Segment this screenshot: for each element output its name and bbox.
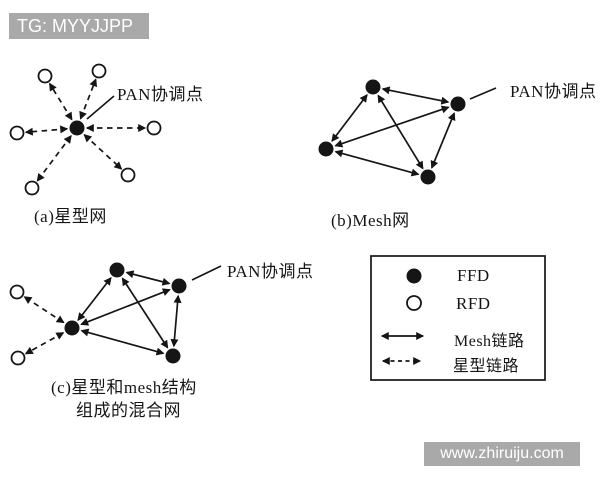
caption-hybrid-network-line1: (c)星型和mesh结构 (51, 378, 197, 397)
ffd-node (165, 348, 181, 364)
ffd-node (365, 79, 381, 95)
caption-star-network: (a)星型网 (34, 207, 107, 226)
watermark-bottom-right: www.zhiruiju.com (424, 442, 580, 466)
star-link-edge (83, 133, 123, 170)
mesh-link-edge (377, 94, 424, 170)
rfd-node (9, 284, 25, 300)
rfd-node (120, 167, 136, 183)
mesh-link-edge (80, 288, 171, 326)
pan-coordinator-label-hybrid: PAN协调点 (227, 262, 314, 281)
ffd-node (69, 120, 85, 136)
star-link-edge (79, 78, 98, 120)
ffd-node (420, 169, 436, 185)
caption-mesh-network: (b)Mesh网 (331, 211, 410, 230)
mesh-link-edge (170, 294, 182, 348)
star-link-edge (24, 125, 69, 136)
mesh-link-edge (334, 149, 420, 177)
ffd-node (318, 141, 334, 157)
mesh-link-edge (121, 277, 169, 349)
pan-coordinator-label-mesh: PAN协调点 (510, 82, 597, 101)
legend-label-ffd: FFD (457, 266, 490, 285)
rfd-node (9, 125, 25, 141)
mesh-link-edge (430, 112, 456, 169)
star-link-edge (24, 332, 65, 355)
legend-label-rfd: RFD (456, 294, 491, 313)
ffd-node (171, 278, 187, 294)
ffd-node (450, 96, 466, 112)
legend-label-star-link: 星型链路 (453, 358, 520, 375)
legend-box (370, 255, 546, 381)
legend-label-mesh-link: Mesh链路 (454, 333, 525, 350)
star-link-edge (48, 82, 73, 121)
mesh-link-edge (334, 105, 450, 148)
annotation-pointer-line (86, 95, 115, 120)
mesh-link-edge (331, 94, 368, 142)
mesh-link-edge (381, 86, 450, 105)
rfd-node (146, 120, 162, 136)
rfd-node (37, 68, 53, 84)
star-link-edge (36, 135, 72, 182)
annotation-pointer-line (191, 265, 222, 281)
star-link-edge (23, 296, 65, 324)
pan-coordinator-label-star: PAN协调点 (117, 85, 204, 104)
caption-hybrid-network-line2: 组成的混合网 (76, 401, 181, 420)
legend-ffd-filled-circle-icon (406, 268, 422, 284)
ffd-node (109, 262, 125, 278)
legend-rfd-hollow-circle-icon (406, 295, 422, 311)
mesh-link-edge (80, 328, 165, 356)
mesh-link-edge (125, 270, 171, 286)
annotation-pointer-line (469, 87, 497, 100)
ffd-node (64, 320, 80, 336)
watermark-top-left: TG: MYYJJPP (9, 13, 149, 39)
rfd-node (10, 350, 26, 366)
rfd-node (91, 63, 107, 79)
rfd-node (24, 180, 40, 196)
